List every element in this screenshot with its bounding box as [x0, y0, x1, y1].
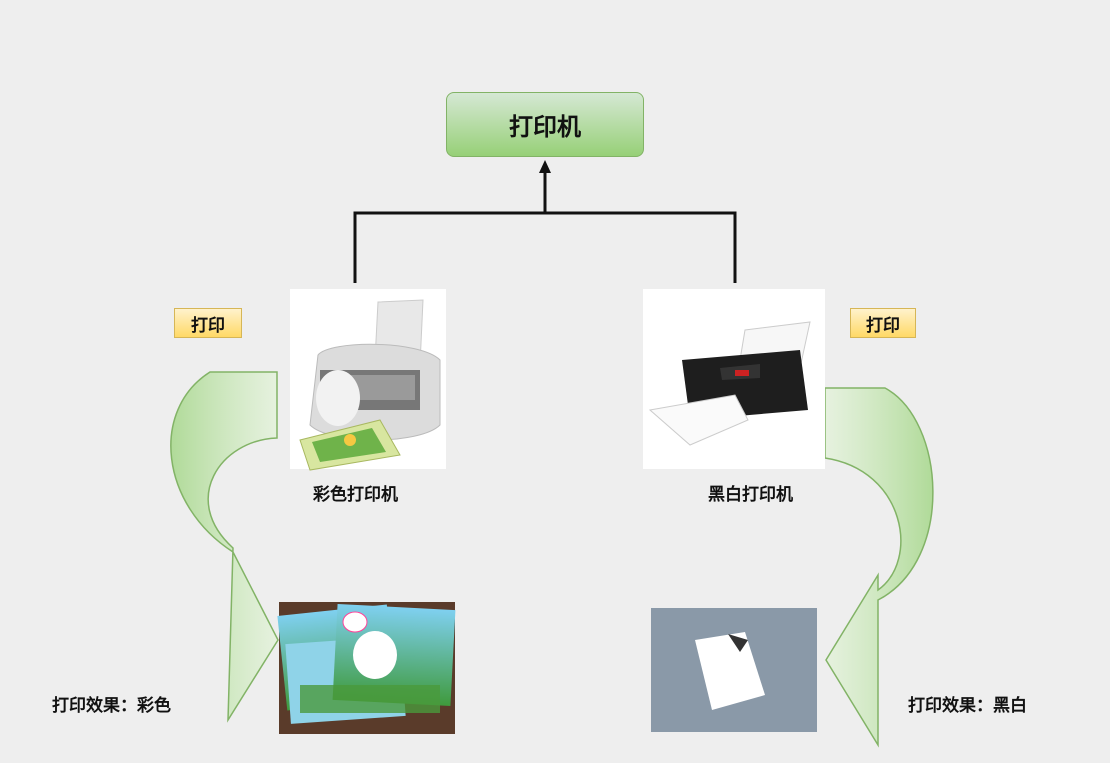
arrow-head-up-icon	[539, 160, 551, 173]
connector-horizontal	[353, 211, 737, 283]
bw-printer-label: 黑白打印机	[708, 485, 793, 505]
left-print-tag-label: 打印	[191, 315, 225, 336]
left-curved-arrow	[170, 371, 279, 723]
connector-lines	[353, 170, 737, 283]
right-curved-arrow	[824, 387, 934, 748]
color-printer-label: 彩色打印机	[313, 485, 398, 505]
bw-result-label: 打印效果：黑白	[908, 696, 1027, 716]
color-printer-image	[290, 289, 446, 471]
bw-result-image	[651, 608, 817, 732]
bw-printer-image	[643, 289, 825, 469]
right-print-tag: 打印	[850, 308, 916, 338]
left-print-tag: 打印	[174, 308, 242, 338]
color-result-label: 打印效果：彩色	[52, 696, 171, 716]
root-node-label: 打印机	[509, 113, 581, 141]
color-result-image	[277, 602, 456, 734]
root-node-printer: 打印机	[446, 92, 644, 157]
right-print-tag-label: 打印	[866, 315, 900, 336]
